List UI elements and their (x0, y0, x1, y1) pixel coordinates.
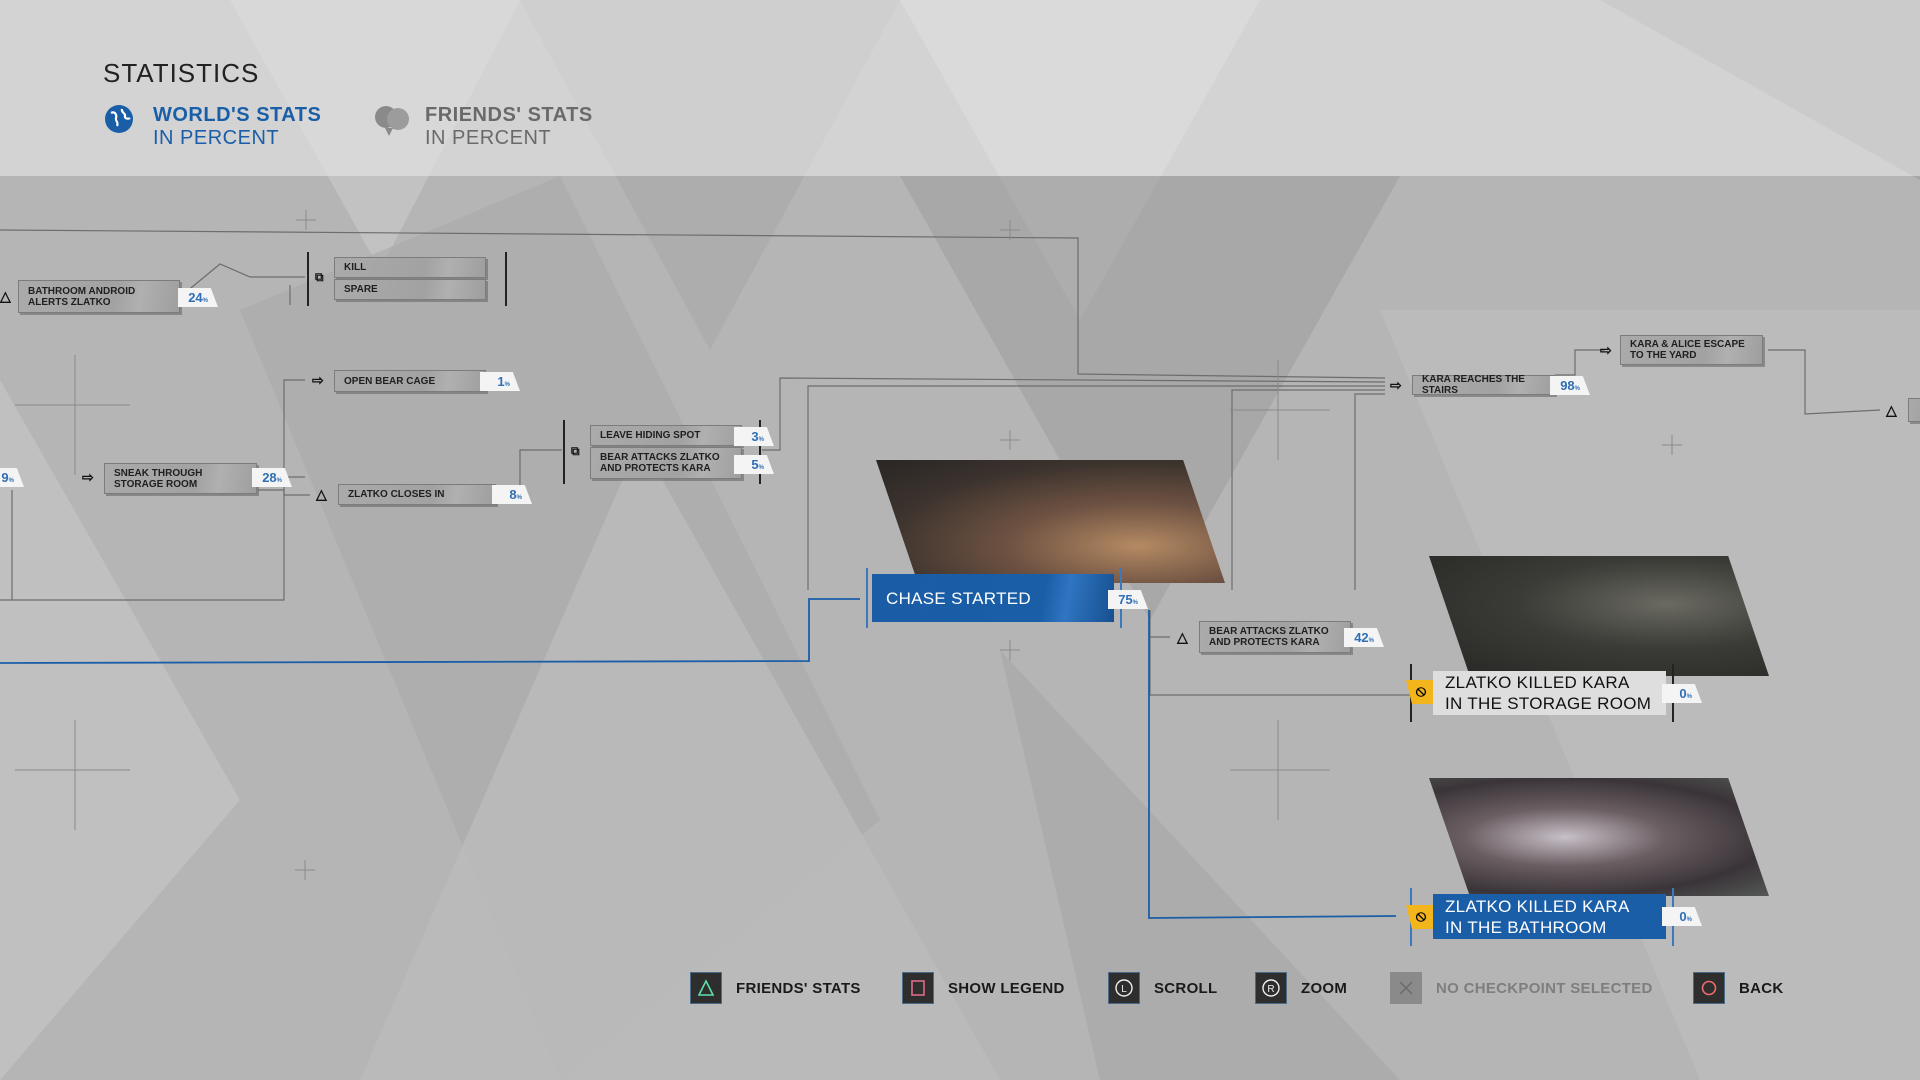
node-label: ZLATKO CLOSES IN (348, 489, 445, 500)
node-bear-attacks-zlatko[interactable]: BEAR ATTACKS ZLATKO AND PROTECTS KARA (590, 447, 742, 479)
hint-scroll[interactable]: L SCROLL (1108, 972, 1217, 1004)
node-label: ZLATKO KILLED KARA (1445, 896, 1630, 916)
arrow-icon: ⇨ (1390, 377, 1402, 393)
page-title: STATISTICS (103, 58, 260, 88)
arrow-icon: ⇨ (312, 372, 324, 388)
hint-label: NO CHECKPOINT SELECTED (1436, 979, 1653, 997)
circle-button-icon (1693, 972, 1725, 1004)
svg-text:R: R (1267, 984, 1274, 995)
node-label: OPEN BEAR CAGE (344, 375, 436, 387)
death-icon: ⦸ (1406, 680, 1436, 704)
node-zlatko-closes-in[interactable]: ZLATKO CLOSES IN (338, 484, 496, 505)
node-label: BEAR ATTACKS ZLATKO AND PROTECTS KARA (600, 452, 720, 474)
chase-started-thumbnail (876, 460, 1225, 583)
triangle-icon: △ (1177, 629, 1188, 645)
tab-title: WORLD'S STATS (153, 104, 322, 126)
tab-friends-stats[interactable]: FRIENDS' STATS IN PERCENT (373, 104, 593, 150)
square-button-icon (902, 972, 934, 1004)
node-spare[interactable]: SPARE (334, 279, 486, 300)
percent-badge: 9% (0, 468, 24, 487)
node-label: KARA & ALICE ESCAPE TO THE YARD (1630, 339, 1745, 361)
triangle-icon: △ (0, 288, 11, 304)
cross-button-icon (1390, 972, 1422, 1004)
choice-icon: ⧉ (315, 270, 324, 284)
node-label: CHASE STARTED (886, 588, 1031, 608)
choice-bracket (563, 420, 761, 484)
tab-subtitle: IN PERCENT (153, 127, 280, 149)
globe-icon (105, 105, 133, 133)
hint-label: ZOOM (1301, 979, 1348, 997)
triangle-icon: △ (1886, 402, 1897, 418)
svg-text:L: L (1121, 984, 1127, 995)
choice-bracket (307, 252, 507, 306)
tab-title: FRIENDS' STATS (425, 104, 593, 126)
node-label: KARA REACHES THE STAIRS (1422, 374, 1525, 396)
node-offscreen[interactable] (1908, 398, 1920, 422)
percent-badge: 0% (1662, 907, 1702, 926)
header-band (0, 0, 1920, 176)
hint-friends-stats[interactable]: FRIENDS' STATS (690, 972, 861, 1004)
tab-subtitle: IN PERCENT (425, 127, 552, 149)
node-label: IN THE BATHROOM (1445, 917, 1607, 937)
hint-label: BACK (1739, 979, 1784, 997)
percent-badge: 28% (252, 468, 292, 487)
node-bear-attacks-zlatko-2[interactable]: BEAR ATTACKS ZLATKO AND PROTECTS KARA (1199, 621, 1351, 653)
hint-back[interactable]: BACK (1693, 972, 1784, 1004)
node-chase-started[interactable]: CHASE STARTED (872, 574, 1114, 622)
node-kara-alice-escape[interactable]: KARA & ALICE ESCAPE TO THE YARD (1620, 335, 1763, 365)
node-label: SNEAK THROUGH STORAGE ROOM (114, 467, 203, 490)
triangle-button-icon (690, 972, 722, 1004)
node-storage-room-death[interactable]: ZLATKO KILLED KARA IN THE STORAGE ROOM (1433, 671, 1666, 715)
hint-show-legend[interactable]: SHOW LEGEND (902, 972, 1065, 1004)
percent-badge: 42% (1344, 628, 1384, 647)
right-stick-icon: R (1255, 972, 1287, 1004)
node-label: BEAR ATTACKS ZLATKO AND PROTECTS KARA (1209, 626, 1329, 648)
node-open-bear-cage[interactable]: OPEN BEAR CAGE (334, 370, 486, 392)
friends-icon (375, 106, 409, 136)
percent-badge: 75% (1108, 590, 1148, 609)
node-label: KILL (344, 262, 367, 273)
node-label: BATHROOM ANDROID ALERTS ZLATKO (28, 285, 136, 308)
tab-worlds-stats[interactable]: WORLD'S STATS IN PERCENT (104, 104, 321, 150)
percent-badge: 0% (1662, 684, 1702, 703)
node-sneak-storage[interactable]: SNEAK THROUGH STORAGE ROOM (104, 463, 257, 494)
node-label: ZLATKO KILLED KARA (1445, 673, 1630, 692)
percent-badge: 98% (1550, 376, 1590, 395)
node-bathroom-android[interactable]: BATHROOM ANDROID ALERTS ZLATKO (18, 280, 180, 313)
storage-room-thumbnail (1429, 556, 1769, 676)
choice-icon: ⧉ (571, 444, 580, 458)
percent-badge: 8% (492, 485, 532, 504)
arrow-icon: ⇨ (82, 469, 94, 485)
percent-badge: 3% (734, 427, 774, 446)
node-leave-hiding-spot[interactable]: LEAVE HIDING SPOT (590, 425, 742, 446)
bathroom-thumbnail (1429, 778, 1769, 896)
hint-label: FRIENDS' STATS (736, 979, 861, 997)
node-kill[interactable]: KILL (334, 257, 486, 278)
node-label: IN THE STORAGE ROOM (1445, 694, 1652, 713)
arrow-icon: ⇨ (1600, 342, 1612, 358)
percent-badge: 5% (734, 455, 774, 474)
hint-label: SCROLL (1154, 979, 1218, 997)
percent-badge: 24% (178, 288, 218, 307)
triangle-icon: △ (316, 486, 327, 502)
node-label: LEAVE HIDING SPOT (600, 430, 701, 441)
node-kara-reaches-stairs[interactable]: KARA REACHES THE STAIRS (1412, 374, 1555, 396)
death-icon: ⦸ (1406, 905, 1436, 929)
hint-no-checkpoint: NO CHECKPOINT SELECTED (1390, 972, 1653, 1004)
percent-badge: 1% (480, 372, 520, 391)
hint-label: SHOW LEGEND (948, 979, 1065, 997)
node-label: SPARE (344, 284, 378, 295)
hint-zoom[interactable]: R ZOOM (1255, 972, 1347, 1004)
left-stick-icon: L (1108, 972, 1140, 1004)
